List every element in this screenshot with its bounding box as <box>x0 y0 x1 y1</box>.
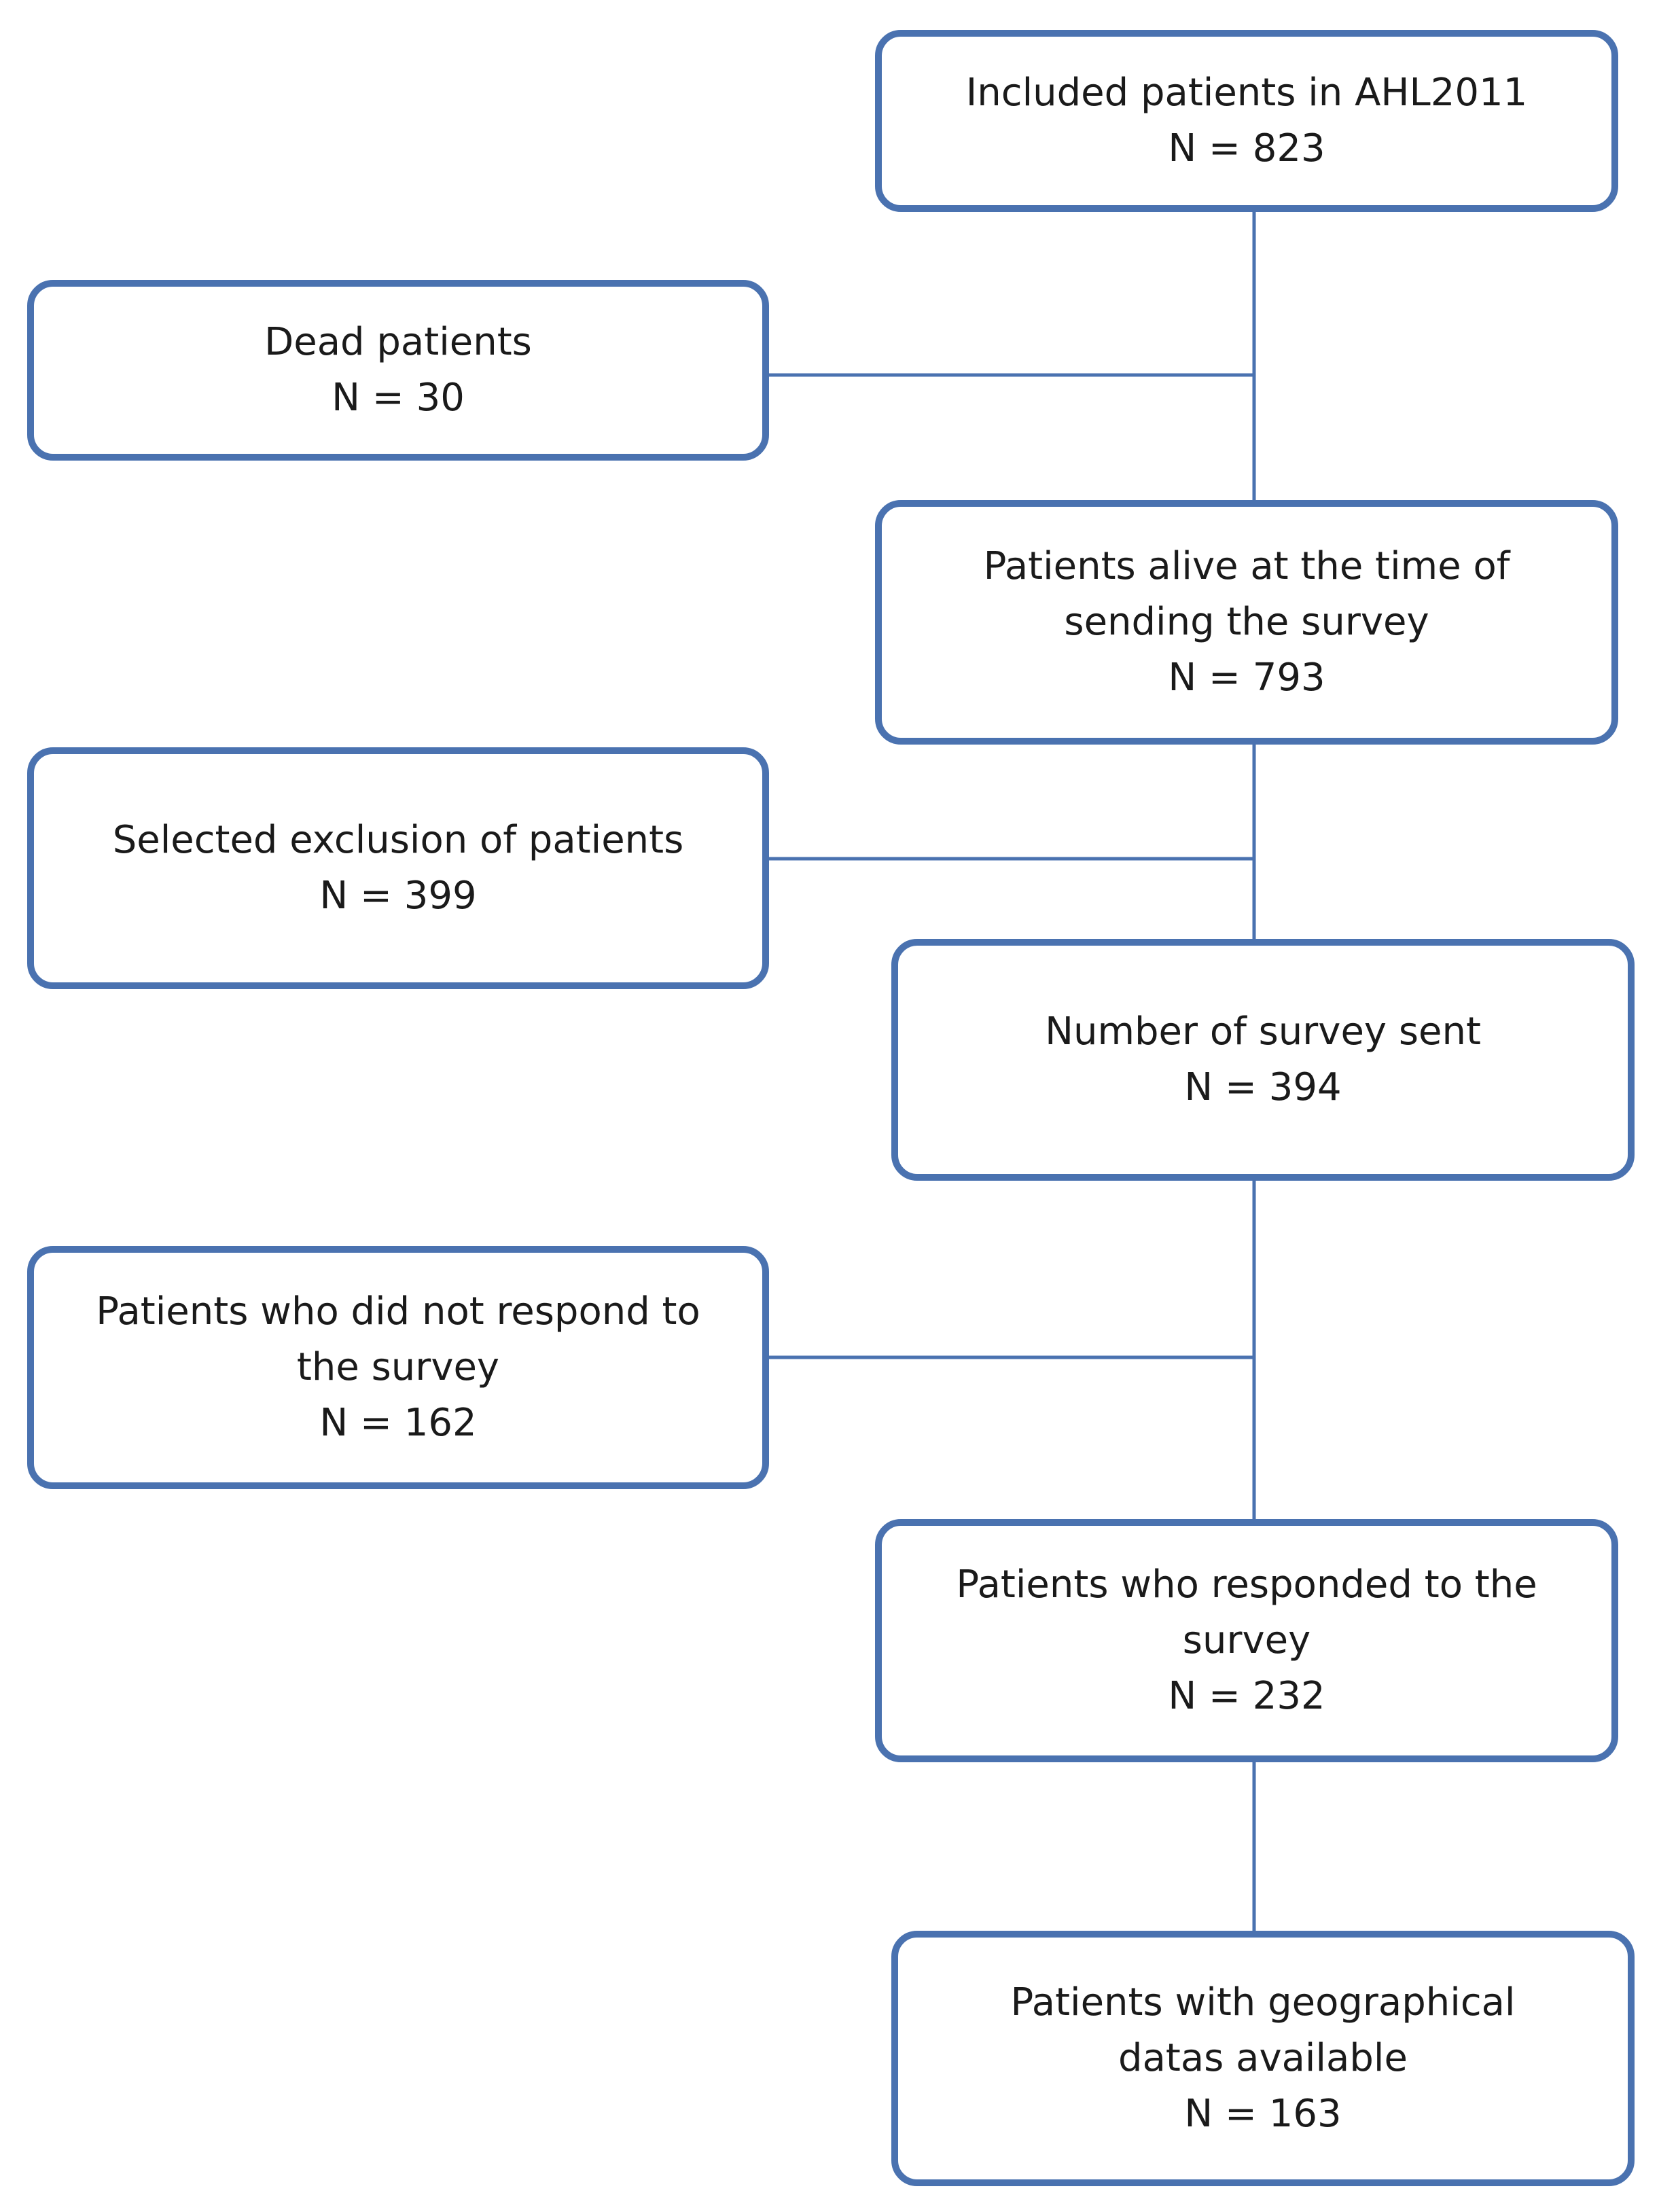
dead-patients-box: Dead patients N = 30 <box>27 280 769 461</box>
no-response-count: N = 162 <box>319 1401 477 1445</box>
dead-patients-label: Dead patients <box>264 320 532 364</box>
surveys-sent-count: N = 394 <box>1184 1065 1342 1109</box>
excluded-patients-label: Selected exclusion of patients <box>112 818 684 862</box>
alive-patients-box: Patients alive at the time of sending th… <box>875 500 1618 745</box>
alive-patients-label-line1: Patients alive at the time of <box>983 544 1510 588</box>
geographical-data-box: Patients with geographical datas availab… <box>891 1931 1635 2186</box>
included-patients-count: N = 823 <box>1168 126 1325 171</box>
surveys-sent-box: Number of survey sent N = 394 <box>891 939 1635 1181</box>
surveys-sent-label: Number of survey sent <box>1045 1010 1481 1054</box>
excluded-patients-count: N = 399 <box>319 874 477 918</box>
alive-patients-count: N = 793 <box>1168 656 1325 700</box>
included-patients-label: Included patients in AHL2011 <box>965 71 1528 115</box>
geographical-data-count: N = 163 <box>1184 2092 1342 2136</box>
alive-patients-label-line2: sending the survey <box>1064 600 1429 644</box>
geographical-data-label-line2: datas available <box>1118 2036 1408 2080</box>
responded-box: Patients who responded to the survey N =… <box>875 1519 1618 1762</box>
geographical-data-label-line1: Patients with geographical <box>1010 1980 1516 2024</box>
no-response-label-line2: the survey <box>296 1345 500 1389</box>
no-response-label-line1: Patients who did not respond to <box>96 1289 700 1334</box>
responded-count: N = 232 <box>1168 1674 1325 1718</box>
responded-label-line2: survey <box>1182 1618 1311 1662</box>
responded-label-line1: Patients who responded to the <box>956 1563 1537 1607</box>
excluded-patients-box: Selected exclusion of patients N = 399 <box>27 747 769 989</box>
dead-patients-count: N = 30 <box>332 376 465 420</box>
no-response-box: Patients who did not respond to the surv… <box>27 1246 769 1489</box>
included-patients-box: Included patients in AHL2011 N = 823 <box>875 30 1618 212</box>
